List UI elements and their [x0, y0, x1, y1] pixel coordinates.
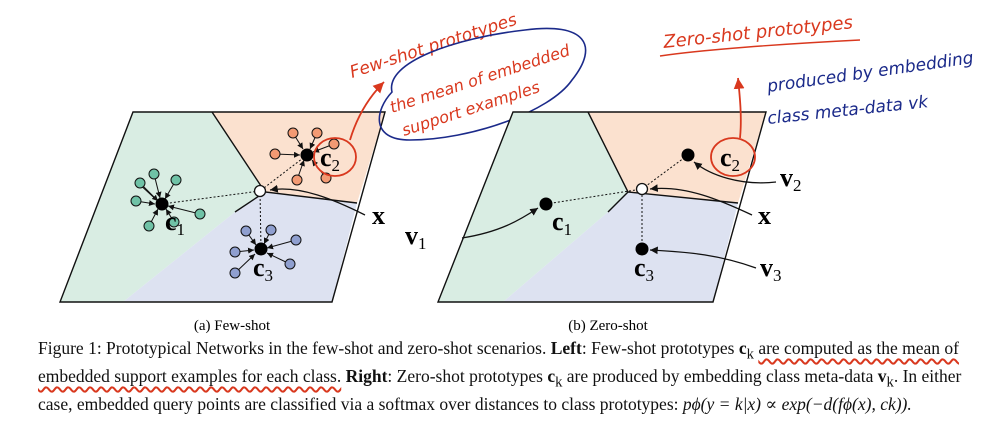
region-blue — [123, 192, 357, 302]
caption-ck-sub-2: k — [555, 374, 563, 391]
label-v2: v2 — [780, 163, 802, 195]
caption-left-label: Left — [550, 338, 582, 358]
support-points-orange — [269, 127, 340, 186]
prototype-c3-b — [635, 242, 649, 256]
prototype-c2 — [300, 148, 314, 162]
label-x: x — [372, 201, 385, 230]
support-points-green — [130, 168, 206, 232]
annotation-loop-a — [378, 27, 587, 141]
caption-underlined: are computed as the mean of embedded sup… — [38, 338, 959, 386]
label-x-b: x — [758, 201, 771, 230]
panel-a-border — [58, 111, 386, 303]
figure-caption: Figure 1: Prototypical Networks in the f… — [38, 338, 968, 416]
annotation-title-b: Zero-shot prototypes — [661, 12, 854, 53]
region-green-b — [438, 112, 628, 302]
label-v3: v3 — [760, 253, 782, 285]
label-c1: c1 — [165, 207, 185, 239]
support-points-blue — [229, 224, 302, 279]
region-orange-b — [588, 112, 766, 203]
caption-ck-sub: k — [746, 346, 754, 363]
caption-vk: v — [877, 366, 887, 386]
red-circle-c2-b — [710, 137, 756, 177]
annotation-line1-b: produced by embedding — [765, 48, 975, 97]
caption-ck: c — [738, 338, 747, 358]
panel-b: c1 c2 c3 x v1 v2 v3 Zero-shot prototypes… — [405, 12, 975, 334]
prototype-c1-b — [539, 197, 553, 211]
caption-vk-sub: k — [886, 374, 894, 391]
annotation-line2-b: class meta-data vk — [766, 92, 930, 129]
panel-b-border — [436, 111, 767, 303]
caption-part1: : Few-shot prototypes — [581, 338, 739, 358]
caption-prefix: Figure 1: Prototypical Networks in the f… — [38, 338, 551, 358]
red-circle-c2 — [313, 137, 357, 177]
label-v1: v1 — [405, 221, 427, 253]
label-c3: c3 — [253, 253, 273, 285]
region-blue-b — [503, 192, 738, 302]
prototype-c3 — [254, 242, 268, 256]
label-c2: c2 — [320, 143, 340, 175]
caption-right-label: Right — [345, 366, 388, 386]
query-point-b — [635, 182, 649, 196]
subcaption-a: (a) Few-shot — [194, 318, 271, 334]
prototype-c2-b — [681, 148, 695, 162]
caption-part4: . In either case, embedded query points … — [38, 366, 962, 414]
subcaption-b: (b) Zero-shot — [568, 318, 648, 334]
label-c1-b: c1 — [552, 207, 572, 239]
caption-part3: are produced by embedding class meta-dat… — [562, 366, 878, 386]
prototype-c1 — [155, 197, 169, 211]
caption-formula: pϕ(y = k|x) ∝ exp(−d(fϕ(x), ck)). — [682, 394, 912, 414]
label-c2-b: c2 — [720, 143, 740, 175]
caption-part2: : Zero-shot prototypes — [387, 366, 548, 386]
figure: c1 c2 c3 x Few-shot prototypes the mean … — [58, 10, 975, 334]
label-c3-b: c3 — [634, 253, 654, 285]
caption-ck-2: c — [547, 366, 556, 386]
query-point — [253, 184, 267, 198]
